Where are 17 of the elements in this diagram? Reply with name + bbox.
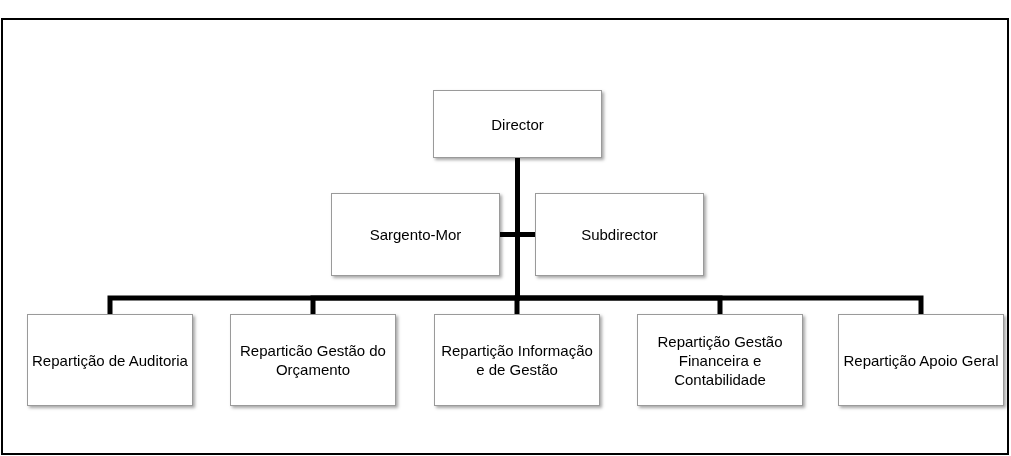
org-box	[535, 193, 704, 276]
org-box	[433, 90, 602, 158]
org-box	[230, 314, 396, 406]
connector-line	[515, 158, 924, 314]
box-label: Repartição Gestão Financeira e Contabilidade	[656, 331, 784, 389]
box-label: Repartição Informação e de Gestão	[440, 341, 594, 379]
box-label: Repartição Apoio Geral	[843, 350, 999, 370]
box-label: Reparticão Gestão do Orçamento	[239, 341, 387, 379]
box-label: Repartição de Auditoria	[32, 350, 188, 370]
box-label: Subdirector	[581, 225, 658, 244]
org-box	[434, 314, 600, 406]
box-label: Director	[491, 114, 544, 134]
org-box	[27, 314, 193, 406]
org-box	[838, 314, 1004, 406]
box-label: Sargento-Mor	[369, 225, 462, 244]
org-box	[331, 193, 500, 276]
org-box	[637, 314, 803, 406]
